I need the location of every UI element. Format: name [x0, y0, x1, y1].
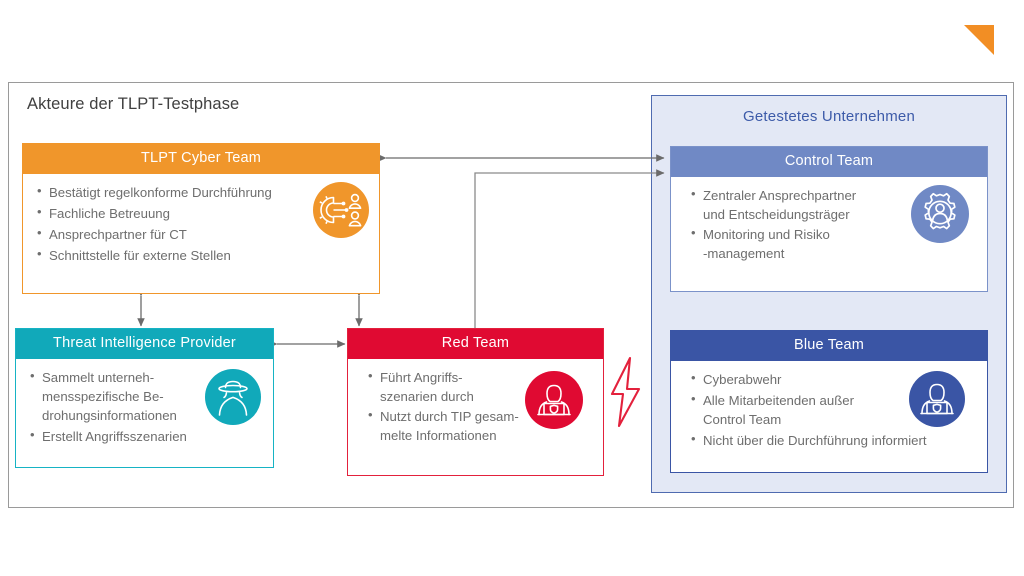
list-item-line: Alle Mitarbeitenden außer [703, 392, 855, 408]
card-control-team[interactable]: Control Team Zentraler Ansprechpartner u… [670, 146, 988, 292]
list-item-line: Nutzt durch TIP gesam- [380, 408, 519, 424]
defender-laptop-shield-icon [909, 370, 965, 427]
tested-company-title: Getestetes Unternehmen [743, 108, 915, 125]
card-red-team[interactable]: Red Team Führt Angriffs- szenarien durch… [347, 328, 604, 476]
list-item-line: Zentraler Ansprechpartner [703, 187, 857, 203]
list-item-line: Monitoring und Risiko [703, 226, 830, 242]
list-item-line: szenarien durch [380, 388, 474, 404]
card-control-title: Control Team [671, 147, 987, 177]
gear-person-icon [911, 184, 969, 243]
card-blue-title: Blue Team [671, 331, 987, 361]
list-item-line: melte Informationen [380, 427, 497, 443]
hacker-laptop-shield-icon [525, 370, 583, 429]
list-item: Nutzt durch TIP gesam- melte Information… [368, 406, 545, 445]
list-item: Ansprechpartner für CT [37, 224, 369, 244]
list-item-line: mensspezifische Be- [42, 388, 164, 404]
card-blue-team[interactable]: Blue Team Cyberabwehr Alle Mitarbeitende… [670, 330, 988, 473]
card-threat-intelligence-provider[interactable]: Threat Intelligence Provider Sammelt unt… [15, 328, 274, 468]
card-control-body: Zentraler Ansprechpartner und Entscheidu… [671, 177, 987, 273]
card-tlpt-body: Bestätigt regelkonforme Durchführung Fac… [23, 174, 379, 275]
orange-triangle-logo [964, 25, 994, 55]
page-title: Akteure der TLPT-Testphase [27, 95, 240, 113]
list-item: Führt Angriffs- szenarien durch [368, 367, 545, 406]
list-item-line: und Entscheidungsträger [703, 206, 850, 222]
gear-network-people-icon [313, 181, 369, 238]
list-item: Bestätigt regelkonforme Durchführung [37, 182, 369, 202]
list-item: Nicht über die Durchführung informiert [691, 430, 927, 450]
list-item: Erstellt Angriffsszenarien [30, 426, 202, 446]
list-item: Monitoring und Risiko -management [691, 224, 903, 263]
list-item-line: Führt Angriffs- [380, 369, 463, 385]
list-item-line: drohungsinformationen [42, 407, 177, 423]
card-red-body: Führt Angriffs- szenarien durch Nutzt du… [348, 359, 603, 455]
list-item: Fachliche Betreuung [37, 203, 369, 223]
card-tip-body: Sammelt unterneh- mensspezifische Be- dr… [16, 359, 273, 456]
card-red-title: Red Team [348, 329, 603, 359]
list-item: Zentraler Ansprechpartner und Entscheidu… [691, 185, 903, 224]
list-item-line: Control Team [703, 411, 782, 427]
list-item: Alle Mitarbeitenden außer Control Team [691, 390, 918, 429]
list-item-line: -management [703, 245, 785, 261]
list-item: Cyberabwehr [691, 369, 918, 389]
card-tip-title: Threat Intelligence Provider [16, 329, 273, 359]
card-tlpt-cyber-team[interactable]: TLPT Cyber Team Bestätigt regelkonforme … [22, 143, 380, 294]
card-blue-body: Cyberabwehr Alle Mitarbeitenden außer Co… [671, 361, 987, 460]
card-tlpt-title: TLPT Cyber Team [23, 144, 379, 174]
list-item-line: Sammelt unterneh- [42, 369, 155, 385]
person-fedora-hat-icon [205, 368, 261, 425]
lightning-bolt-icon [610, 356, 641, 428]
list-item: Sammelt unterneh- mensspezifische Be- dr… [30, 367, 202, 425]
list-item: Schnittstelle für externe Stellen [37, 245, 369, 265]
